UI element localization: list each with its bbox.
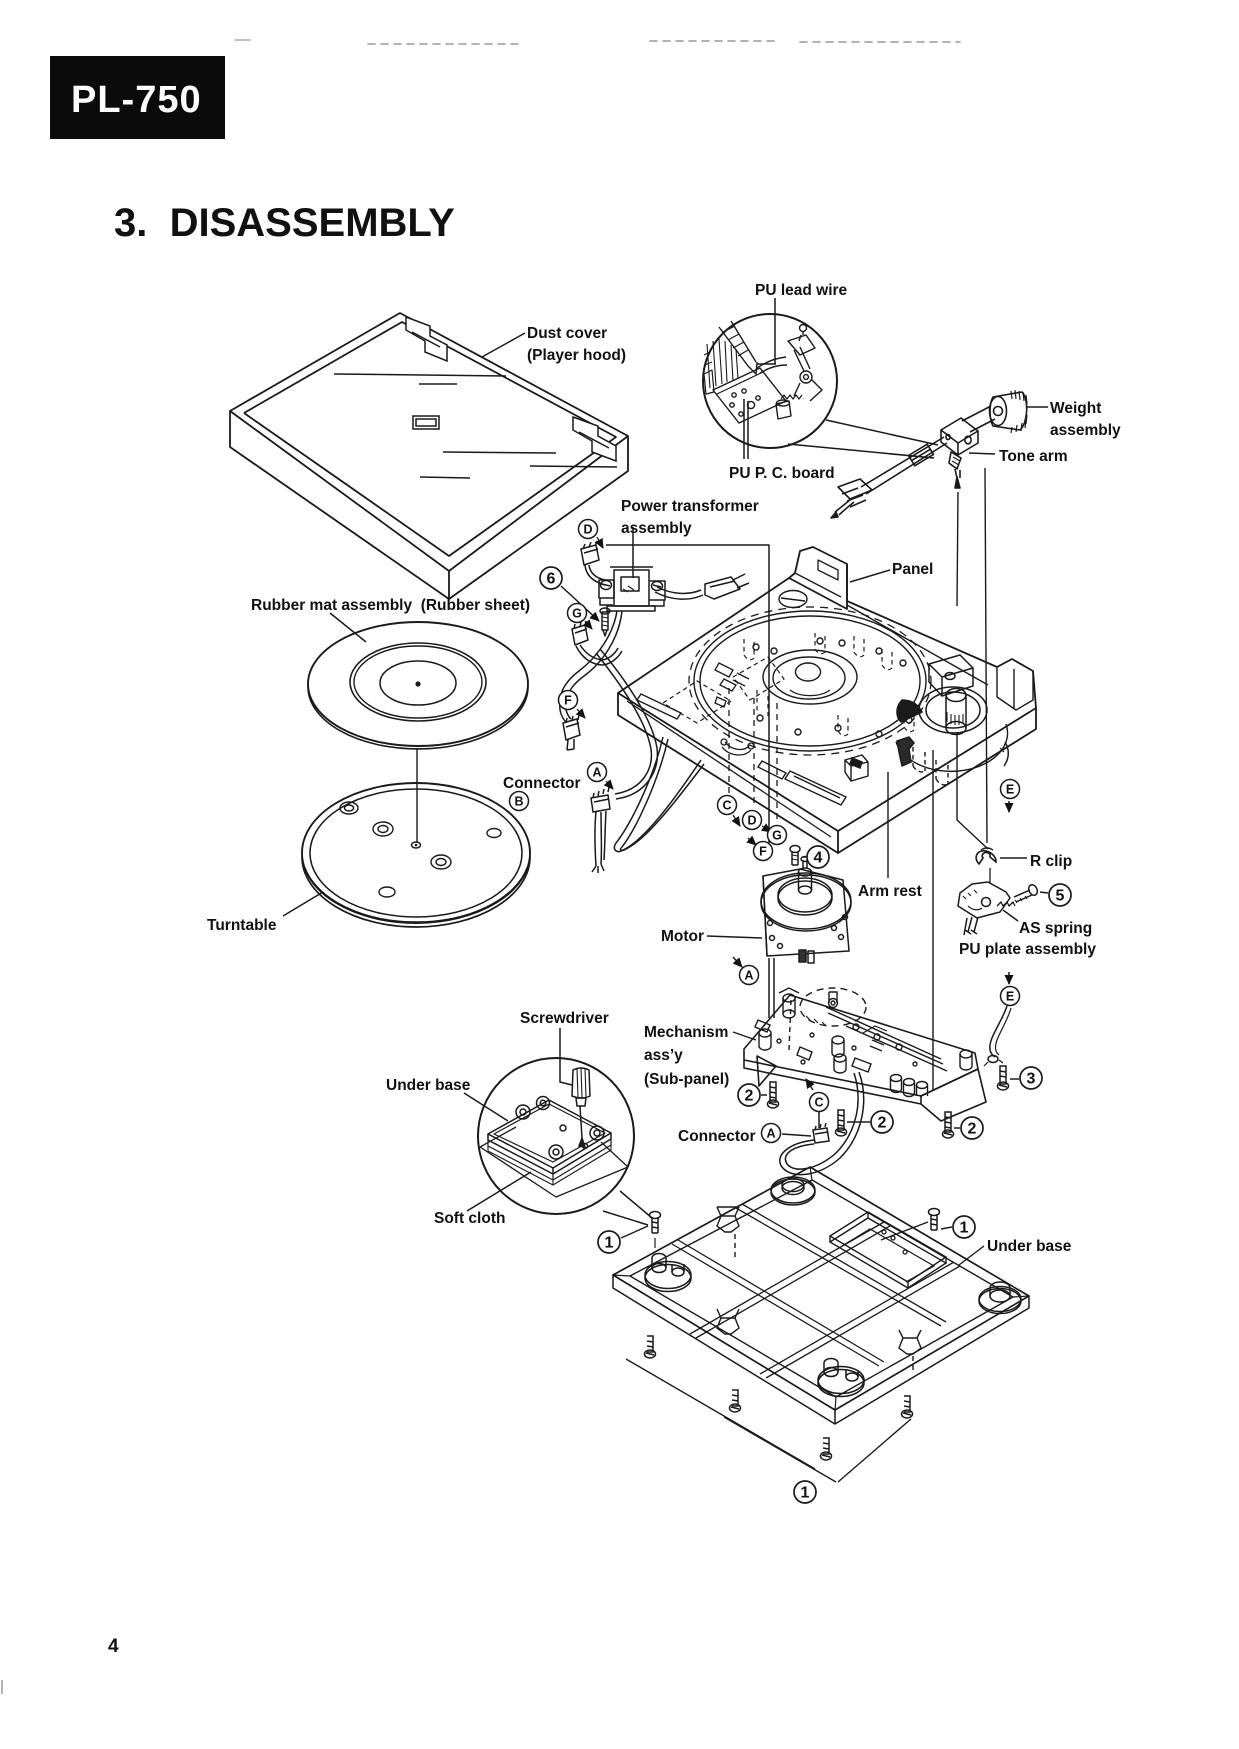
svg-text:E: E [1006,783,1014,797]
svg-text:F: F [564,694,572,708]
svg-text:6: 6 [547,571,556,588]
svg-text:Under base: Under base [987,1238,1072,1255]
svg-text:4: 4 [814,850,823,867]
svg-text:G: G [772,829,782,843]
svg-text:Power transformer: Power transformer [621,498,759,515]
svg-text:3. DISASSEMBLY: 3. DISASSEMBLY [114,201,455,245]
svg-text:B: B [514,795,523,809]
svg-text:(Sub-panel): (Sub-panel) [644,1071,729,1088]
svg-text:G: G [572,607,582,621]
svg-text:Panel: Panel [892,561,933,578]
svg-text:2: 2 [745,1088,754,1105]
svg-text:1: 1 [605,1235,614,1252]
svg-text:4: 4 [108,1636,119,1657]
svg-text:3: 3 [1027,1071,1036,1088]
svg-text:PL-750: PL-750 [71,79,202,121]
svg-text:Soft cloth: Soft cloth [434,1210,505,1227]
svg-text:assembly: assembly [621,520,692,537]
svg-text:2: 2 [968,1121,977,1138]
svg-text:assembly: assembly [1050,422,1121,439]
svg-text:Rubber mat assembly (Rubber s: Rubber mat assembly (Rubber sheet) [251,597,530,614]
svg-text:Arm rest: Arm rest [858,883,922,900]
svg-text:F: F [759,845,767,859]
svg-text:A: A [592,766,601,780]
svg-text:5: 5 [1056,888,1065,905]
svg-text:C: C [722,799,731,813]
svg-text:Connector: Connector [678,1128,756,1145]
svg-text:Motor: Motor [661,928,704,945]
svg-text:2: 2 [878,1115,887,1132]
svg-text:A: A [744,969,753,983]
svg-text:Screwdriver: Screwdriver [520,1010,609,1027]
svg-text:PU P. C. board: PU P. C. board [729,465,835,482]
svg-text:Weight: Weight [1050,400,1101,417]
svg-text:PU plate assembly: PU plate assembly [959,941,1096,958]
svg-text:ass’y: ass’y [644,1047,683,1064]
svg-text:D: D [747,814,756,828]
svg-text:Connector: Connector [503,775,581,792]
svg-text:1: 1 [801,1485,810,1502]
svg-text:D: D [583,523,592,537]
svg-text:1: 1 [960,1220,969,1237]
svg-text:Tone arm: Tone arm [999,448,1068,465]
svg-text:Mechanism: Mechanism [644,1024,728,1041]
svg-text:(Player hood): (Player hood) [527,347,626,364]
svg-text:PU lead wire: PU lead wire [755,282,848,299]
svg-text:AS spring: AS spring [1019,920,1092,937]
svg-text:Turntable: Turntable [207,917,277,934]
svg-text:C: C [814,1096,823,1110]
svg-text:R clip: R clip [1030,853,1072,870]
svg-text:A: A [766,1127,775,1141]
svg-text:E: E [1006,990,1014,1004]
svg-text:Dust cover: Dust cover [527,325,607,342]
svg-text:Under base: Under base [386,1077,471,1094]
